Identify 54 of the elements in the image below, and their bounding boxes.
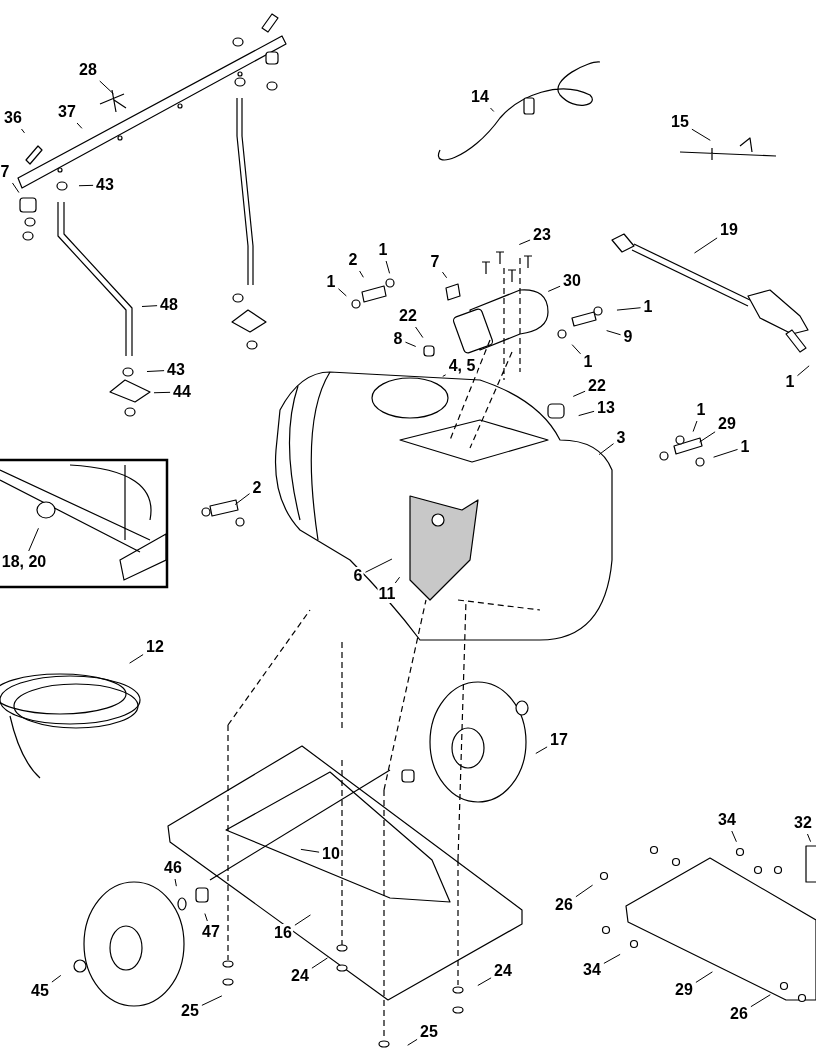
- leader-line: [699, 431, 716, 443]
- leader-line: [606, 330, 622, 336]
- leader-line: [547, 285, 561, 292]
- leader-line: [153, 391, 171, 394]
- leader-line: [575, 884, 594, 898]
- leader-line: [750, 994, 771, 1008]
- leader-line: [201, 995, 223, 1006]
- leader-line: [415, 326, 424, 339]
- leader-line: [691, 128, 711, 141]
- leader-line: [21, 128, 25, 134]
- leader-line: [141, 305, 158, 307]
- leader-line: [731, 830, 737, 843]
- leader-line: [311, 957, 328, 969]
- leader-line: [359, 270, 364, 278]
- leader-line: [294, 914, 311, 926]
- leader-line: [603, 953, 621, 964]
- leader-line: [51, 974, 62, 983]
- leader-line: [404, 341, 417, 347]
- leader-line: [535, 746, 548, 754]
- leader-line: [616, 307, 642, 311]
- leader-line: [442, 374, 447, 377]
- leader-line: [695, 971, 713, 983]
- leader-line: [578, 410, 595, 417]
- leader-line: [477, 977, 492, 986]
- leader-line: [518, 239, 531, 245]
- callout-number: 4, 5: [447, 357, 477, 375]
- leader-line: [692, 420, 698, 433]
- leader-line: [234, 493, 251, 506]
- leader-line: [571, 344, 582, 355]
- leader-line: [598, 443, 615, 456]
- leader-line: [11, 182, 20, 194]
- callout-number: 18, 20: [0, 553, 48, 571]
- leader-line: [807, 833, 812, 843]
- leader-line: [407, 1038, 418, 1046]
- leader-line: [694, 237, 718, 254]
- leader-line: [204, 913, 208, 922]
- callout-number: 11: [377, 585, 397, 603]
- leader-line: [441, 271, 448, 279]
- leader-line: [490, 107, 495, 112]
- leader-line: [713, 448, 739, 458]
- leader-line: [385, 260, 391, 274]
- leader-line: [394, 576, 401, 584]
- leader-line: [337, 288, 347, 297]
- leader-line: [99, 80, 114, 95]
- leader-line: [28, 527, 39, 552]
- leader-line: [146, 370, 165, 373]
- leader-line: [572, 390, 586, 397]
- leader-line: [300, 848, 320, 853]
- leader-line: [796, 365, 810, 377]
- leader-line: [76, 122, 83, 129]
- leader-line: [364, 558, 393, 573]
- leader-line: [78, 184, 94, 187]
- leader-line: [129, 654, 144, 664]
- leader-line: [174, 878, 177, 887]
